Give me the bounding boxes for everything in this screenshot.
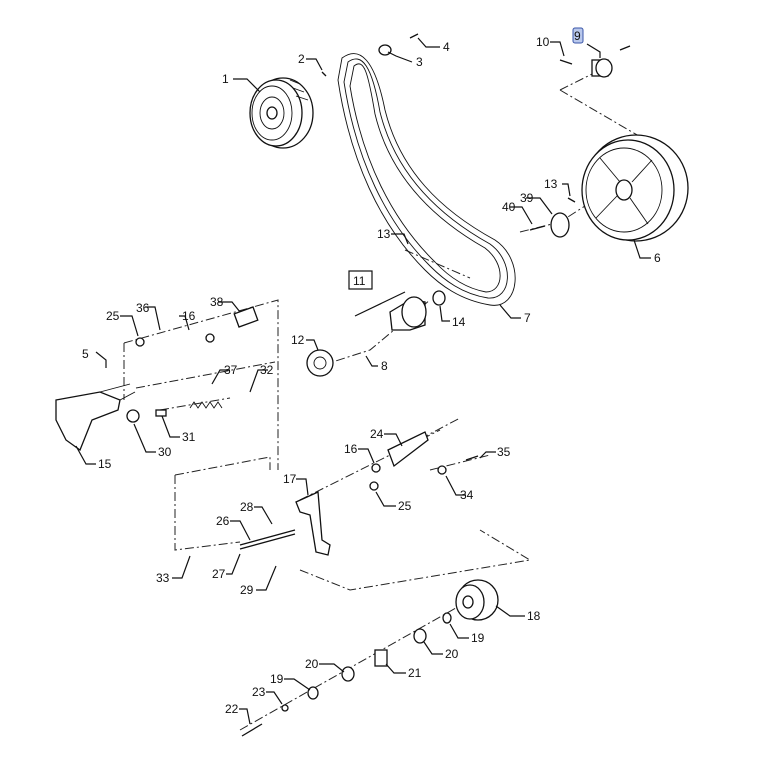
callout-40: 40 [502, 200, 516, 214]
callout-20-right: 20 [445, 647, 459, 661]
callout-22: 22 [225, 702, 239, 716]
hub-and-fasteners [529, 45, 631, 238]
callout-3: 3 [416, 55, 423, 69]
callout-19-left: 19 [270, 672, 284, 686]
callout-9-highlight [572, 27, 584, 44]
callout-18: 18 [527, 609, 541, 623]
callout-5: 5 [82, 347, 89, 361]
callout-19-right: 19 [471, 631, 485, 645]
callout-11: 11 [353, 274, 366, 288]
callout-33: 33 [156, 571, 170, 585]
callout-labels: 1 2 3 4 5 6 7 8 9 10 11 12 13 13 14 15 1… [82, 29, 661, 716]
callout-7: 7 [524, 311, 531, 325]
callout-10: 10 [536, 35, 550, 49]
callout-13-hub: 13 [544, 177, 558, 191]
callout-14: 14 [452, 315, 466, 329]
callout-37: 37 [224, 363, 238, 377]
callout-23: 23 [252, 685, 266, 699]
callout-27: 27 [212, 567, 226, 581]
callout-35: 35 [497, 445, 511, 459]
idler-pulley-stack [241, 579, 499, 737]
callout-16-upper: 16 [344, 442, 358, 456]
callout-1: 1 [222, 72, 229, 86]
callout-12: 12 [291, 333, 305, 347]
callout-2: 2 [298, 52, 305, 66]
callout-8: 8 [381, 359, 388, 373]
idler-arm-linkage [239, 431, 479, 556]
bearing-hub-assembly [306, 290, 446, 377]
callout-34: 34 [460, 488, 474, 502]
callout-24: 24 [370, 427, 384, 441]
mounting-bracket [55, 383, 136, 452]
callout-9: 9 [574, 29, 581, 43]
callout-26: 26 [216, 514, 230, 528]
callout-15: 15 [98, 457, 112, 471]
drive-pulley-small [249, 77, 314, 149]
callout-29: 29 [240, 583, 254, 597]
callout-16-lower: 16 [182, 309, 196, 323]
callout-31: 31 [182, 430, 196, 444]
callout-20-left: 20 [305, 657, 319, 671]
spring-and-pins [126, 306, 259, 423]
callout-28: 28 [240, 500, 254, 514]
callout-6: 6 [654, 251, 661, 265]
callout-25-left: 25 [106, 309, 120, 323]
leader-lines [75, 37, 651, 725]
callout-38: 38 [210, 295, 224, 309]
callout-25-right: 25 [398, 499, 412, 513]
top-fasteners [321, 33, 419, 77]
callout-39: 39 [520, 191, 534, 205]
callout-13-belt: 13 [377, 227, 391, 241]
v-belt [337, 53, 516, 306]
driven-pulley-large [581, 134, 689, 242]
callout-21: 21 [408, 666, 422, 680]
callout-11-box [348, 270, 373, 290]
callout-30: 30 [158, 445, 172, 459]
callout-4: 4 [443, 40, 450, 54]
callout-32: 32 [260, 363, 274, 377]
callout-36: 36 [136, 301, 150, 315]
callout-17: 17 [283, 472, 297, 486]
